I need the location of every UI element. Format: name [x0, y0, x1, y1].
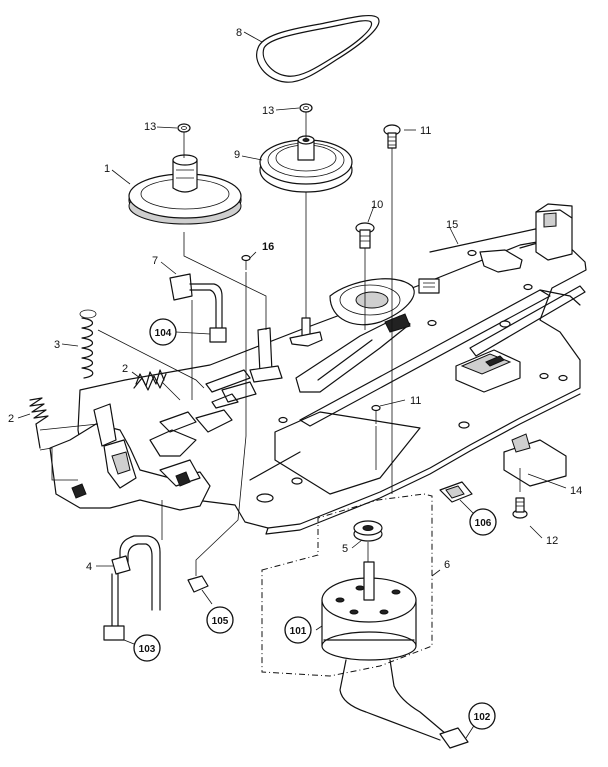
callout-10: 10: [371, 199, 383, 211]
callout-102: 102: [468, 702, 496, 730]
callout-12: 12: [546, 535, 558, 547]
callout-103: 103: [133, 634, 161, 662]
callout-5: 5: [342, 543, 348, 555]
motor-lead-4: [103, 535, 161, 641]
callout-8: 8: [236, 27, 242, 39]
spring-3: [79, 309, 97, 379]
callout-104: 104: [149, 318, 177, 346]
callout-leaders: [17, 31, 567, 739]
motor-leads: [339, 659, 469, 749]
svg-text:104: 104: [155, 328, 172, 339]
head-block: [455, 349, 521, 393]
screw-11-middle: [371, 404, 381, 424]
screw-16: [241, 254, 251, 270]
main-gear: [128, 154, 242, 225]
callout-11-middle: 11: [410, 395, 421, 407]
callout-1: 1: [104, 163, 110, 175]
callout-labels: 1 2 2 3 4 5 6 7 8 9 10 11 11 12 13 13 14…: [8, 27, 582, 573]
sensor-lead-assembly: [169, 273, 227, 343]
svg-text:102: 102: [474, 712, 491, 723]
callout-101: 101: [284, 616, 312, 644]
left-mechanism: [49, 369, 251, 511]
spring-2-lower: [29, 397, 49, 449]
callout-6: 6: [444, 559, 450, 571]
callout-16: 16: [262, 241, 274, 253]
center-brackets: [221, 327, 283, 403]
motor-pulley: [353, 520, 383, 542]
callout-7: 7: [152, 255, 158, 267]
callout-106: 106: [469, 508, 497, 536]
washer-13-gear: [177, 123, 191, 133]
screw-11-top: [383, 124, 401, 149]
spring-2-upper: [133, 369, 167, 391]
callout-105: 105: [206, 606, 234, 634]
svg-text:106: 106: [475, 518, 492, 529]
circled-callouts: 104 103 105 106 101 102: [133, 318, 497, 730]
screw-12: [512, 497, 528, 519]
part-105-clip: [187, 575, 209, 593]
motor-assembly-outline: [261, 493, 433, 677]
callout-11-top: 11: [420, 125, 431, 137]
part-106-clip: [439, 481, 473, 503]
svg-text:101: 101: [290, 626, 307, 637]
svg-text:105: 105: [212, 616, 229, 627]
bracket-14: [503, 433, 567, 487]
flywheel-pulley: [259, 135, 353, 193]
svg-text:103: 103: [139, 644, 156, 655]
callout-14: 14: [570, 485, 582, 497]
washer-13-pulley: [299, 103, 313, 113]
callout-13-pulley: 13: [262, 105, 274, 117]
callout-15: 15: [446, 219, 458, 231]
callout-9: 9: [234, 149, 240, 161]
capstan-shaft: [289, 317, 323, 347]
screw-10: [355, 222, 375, 249]
callout-4: 4: [86, 561, 92, 573]
alignment-lines: [39, 112, 521, 576]
callout-2-upper: 2: [122, 363, 128, 375]
drive-belt: [256, 14, 380, 83]
callout-2-lower: 2: [8, 413, 14, 425]
pinch-arm-assembly: [295, 278, 415, 393]
corner-bracket: [535, 203, 573, 261]
callout-3: 3: [54, 339, 60, 351]
callout-13-gear: 13: [144, 121, 156, 133]
motor: [321, 561, 417, 661]
slide-lever: [429, 227, 586, 357]
